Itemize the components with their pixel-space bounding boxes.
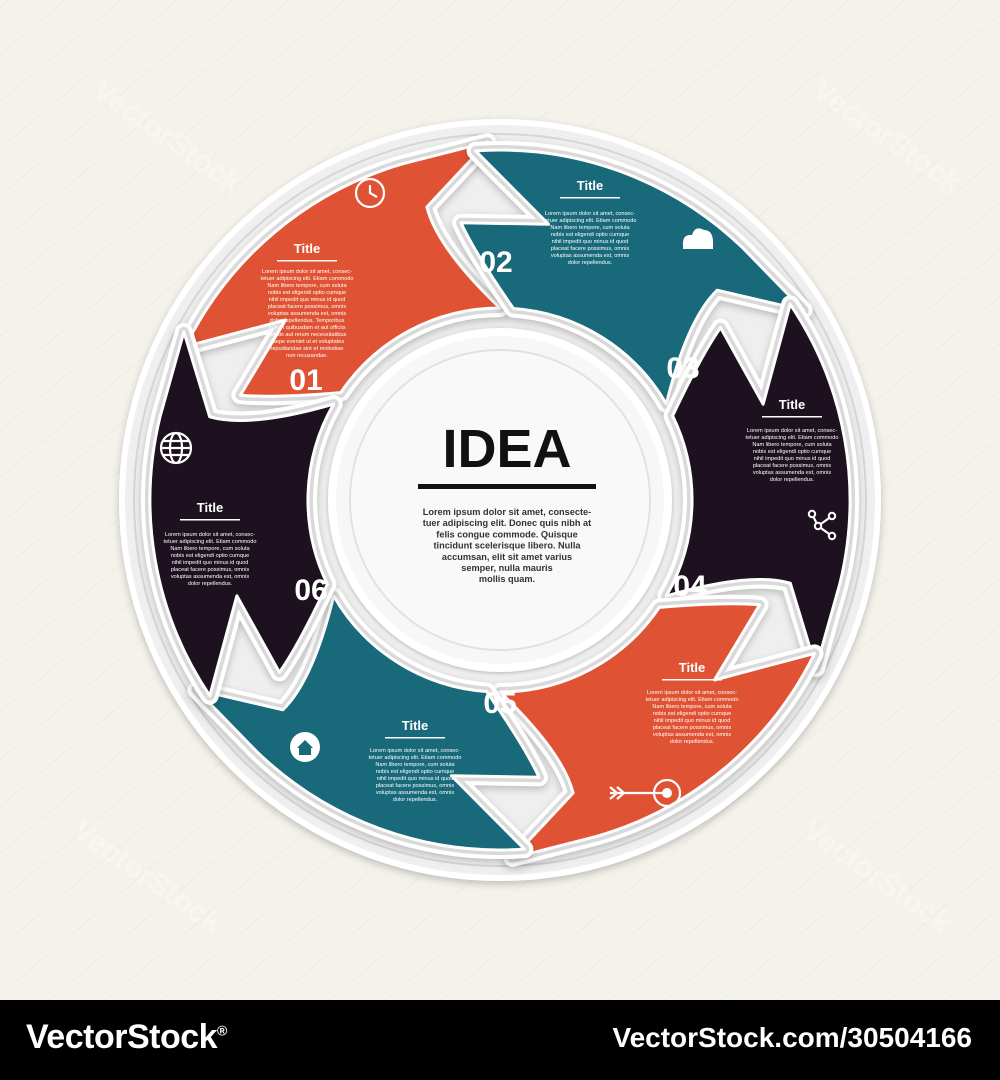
outer-ring-edge <box>133 133 867 867</box>
segment-number: 06 <box>294 574 327 607</box>
segment-number: 05 <box>483 687 516 720</box>
segment-body-text: Lorem ipsum dolor sit amet, consec-tetue… <box>164 532 257 587</box>
center-divider <box>418 484 596 489</box>
segment-body-text: Lorem ipsum dolor sit amet, consec-tetue… <box>646 690 739 745</box>
center-hub-inner <box>349 349 651 651</box>
footer-bar: VectorStock® VectorStock.com/30504166 <box>0 1000 1000 1080</box>
segment-number: 02 <box>479 246 512 279</box>
segment-title-underline <box>385 737 445 739</box>
segment-body-text: Lorem ipsum dolor sit amet, consec-tetue… <box>746 428 839 483</box>
target-icon <box>609 778 682 808</box>
segment-title: Title <box>679 660 706 675</box>
segment-title: Title <box>402 718 429 733</box>
segment-title-underline <box>560 197 620 199</box>
center-title: IDEA <box>442 419 571 479</box>
segment-title: Title <box>294 241 321 256</box>
segment-body-text: Lorem ipsum dolor sit amet, consec-tetue… <box>369 748 462 803</box>
footer-ref[interactable]: VectorStock.com/30504166 <box>612 1022 972 1053</box>
footer-brand[interactable]: VectorStock® <box>26 1018 227 1056</box>
segment-title-underline <box>662 679 722 681</box>
segment-title-underline <box>180 519 240 521</box>
globe-icon <box>159 431 193 465</box>
center-body: Lorem ipsum dolor sit amet, consecte-tue… <box>423 507 591 584</box>
segment-body-text: Lorem ipsum dolor sit amet, consec-tetue… <box>261 269 354 359</box>
segment-fill <box>664 302 852 670</box>
segment-number: 03 <box>666 352 699 385</box>
segment-title-underline <box>277 260 337 262</box>
segment-title-underline <box>762 416 822 418</box>
segment-fill <box>459 148 806 406</box>
segment-number: 01 <box>289 364 322 397</box>
segment-fill <box>148 330 336 698</box>
segment-title: Title <box>779 397 806 412</box>
clock-icon <box>354 177 386 209</box>
segment-body-text: Lorem ipsum dolor sit amet, consec-tetue… <box>544 211 637 266</box>
segment-title: Title <box>577 178 604 193</box>
segment-number: 04 <box>673 570 707 603</box>
segment-fill <box>498 602 817 860</box>
segment-fill <box>183 140 502 398</box>
cloud-icon <box>682 228 714 249</box>
center-body-text: Lorem ipsum dolor sit amet, consecte-tue… <box>423 507 591 584</box>
segment-fill <box>194 594 541 852</box>
home-icon <box>290 732 320 762</box>
network-icon <box>807 509 837 541</box>
segment-title: Title <box>197 500 224 515</box>
